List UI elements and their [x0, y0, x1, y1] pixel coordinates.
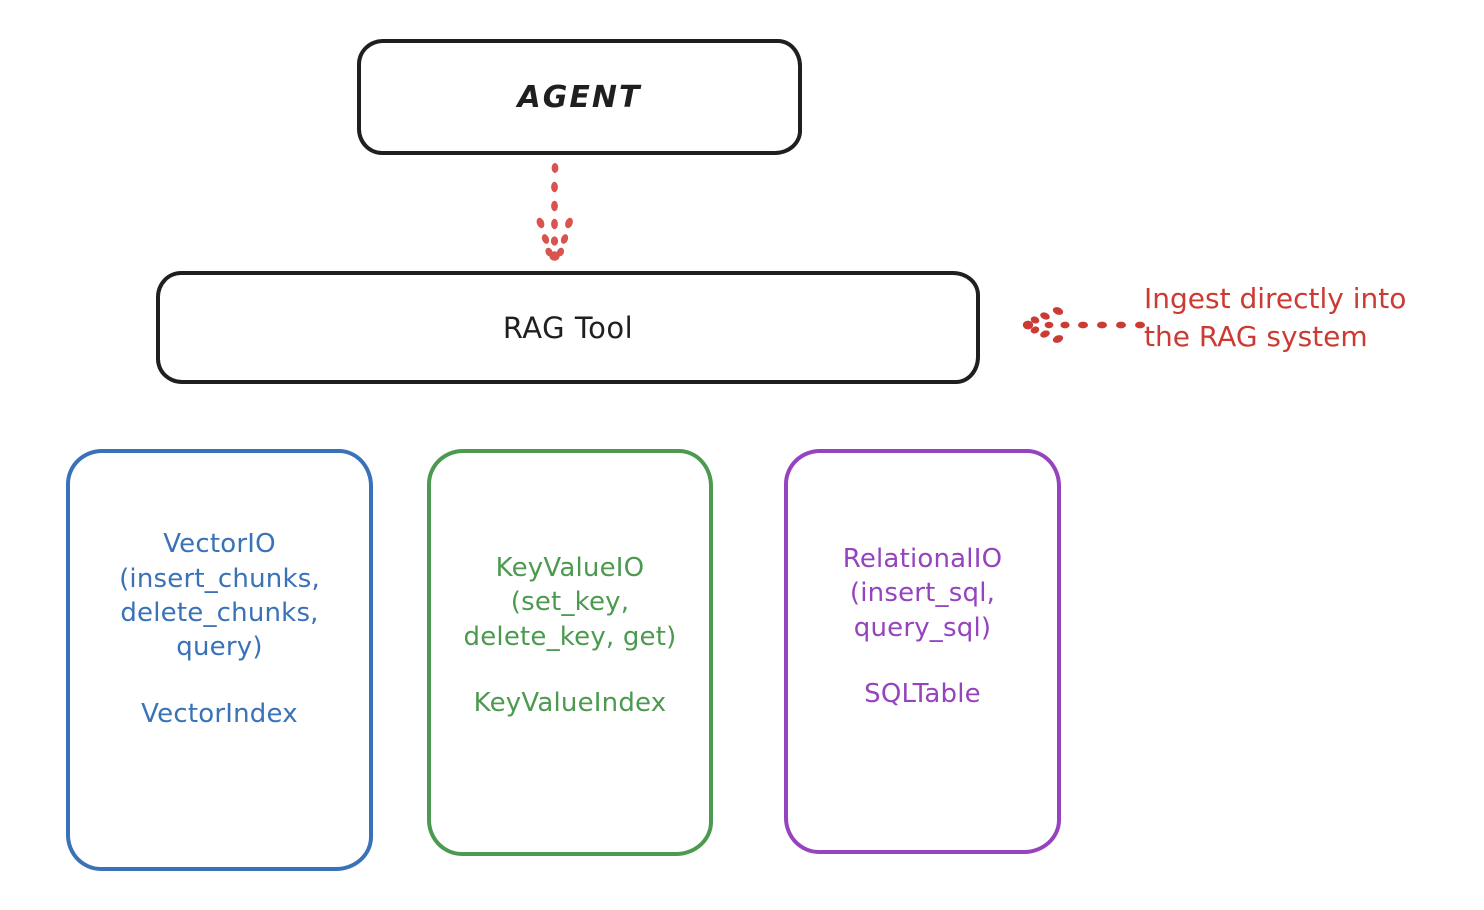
node-relational-io-index: SQLTable	[864, 678, 981, 709]
node-relational-io-content: RelationalIO (insert_sql, query_sql) SQL…	[796, 542, 1049, 709]
node-agent-label: AGENT	[517, 79, 642, 115]
node-vector-io[interactable]: VectorIO (insert_chunks, delete_chunks, …	[66, 449, 373, 871]
annotation-ingest-note: Ingest directly into the RAG system	[1144, 282, 1407, 353]
node-vector-io-index: VectorIndex	[141, 698, 298, 729]
node-relational-io-title: RelationalIO (insert_sql, query_sql)	[842, 544, 1003, 643]
node-keyvalue-io-title: KeyValueIO (set_key, delete_key, get)	[463, 553, 677, 652]
node-keyvalue-io-content: KeyValueIO (set_key, delete_key, get) Ke…	[439, 551, 701, 718]
node-vector-io-title: VectorIO (insert_chunks, delete_chunks, …	[119, 529, 320, 663]
node-rag-tool-label: RAG Tool	[502, 310, 634, 345]
node-vector-io-content: VectorIO (insert_chunks, delete_chunks, …	[78, 527, 361, 728]
node-keyvalue-io[interactable]: KeyValueIO (set_key, delete_key, get) Ke…	[427, 449, 713, 856]
node-relational-io[interactable]: RelationalIO (insert_sql, query_sql) SQL…	[784, 449, 1061, 854]
dotted-arrow-down-icon	[536, 163, 573, 261]
node-rag-tool[interactable]: RAG Tool	[156, 271, 980, 384]
node-agent[interactable]: AGENT	[357, 39, 802, 155]
dotted-arrow-left-icon	[1022, 307, 1145, 343]
node-keyvalue-io-index: KeyValueIndex	[473, 687, 667, 718]
